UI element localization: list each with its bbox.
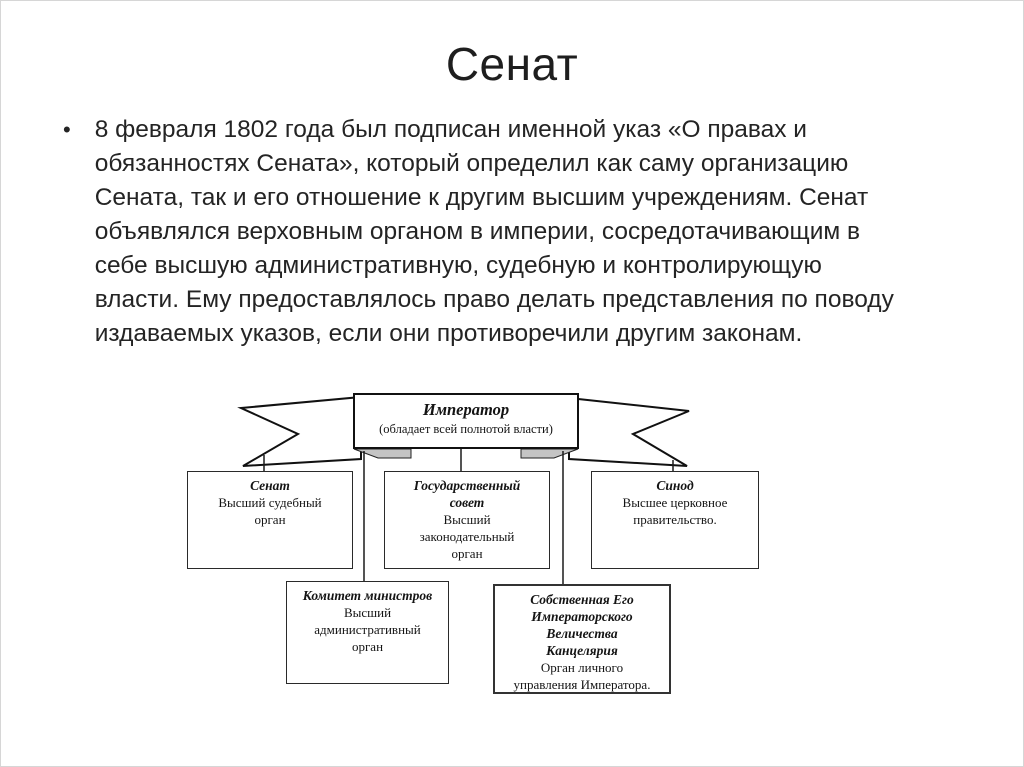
- chancellery-title: Собственная Его Императорского Величеств…: [530, 592, 634, 658]
- state-council-title: Государственный совет: [413, 478, 521, 510]
- connector-lines: [263, 449, 674, 585]
- chancellery-body: Орган личного управления Императора.: [513, 660, 651, 692]
- emperor-title: Император: [422, 400, 510, 419]
- diagram-box-emperor: Император (обладает всей полнотой власти…: [353, 393, 579, 449]
- synod-title: Синод: [656, 478, 694, 493]
- committee-title: Комитет министров: [302, 588, 433, 603]
- senate-body: Высший судебный орган: [218, 495, 322, 527]
- diagram-box-senate: Сенат Высший судебный орган: [187, 471, 353, 569]
- bullet-paragraph: 8 февраля 1802 года был подписан именной…: [94, 116, 894, 347]
- bullet-item: • 8 февраля 1802 года был подписан именн…: [63, 113, 949, 351]
- diagram-box-state-council: Государственный совет Высший законодател…: [384, 471, 550, 569]
- ribbon-right-band: [568, 396, 690, 467]
- bullet-marker: •: [63, 117, 71, 142]
- diagram-box-synod: Синод Высшее церковное правительство.: [591, 471, 759, 569]
- state-council-body: Высший законодательный орган: [419, 512, 515, 561]
- senate-title: Сенат: [250, 478, 290, 493]
- ribbon-fold-left: [353, 448, 412, 459]
- diagram-box-imperial-chancellery: Собственная Его Императорского Величеств…: [493, 584, 671, 694]
- diagram-box-committee-of-ministers: Комитет министров Высший административны…: [286, 581, 449, 684]
- synod-body: Высшее церковное правительство.: [622, 495, 728, 527]
- ribbon-left-band: [237, 395, 362, 467]
- committee-body: Высший административный орган: [314, 605, 421, 654]
- emperor-subtitle: (обладает всей полнотой власти): [379, 422, 553, 436]
- page-title: Сенат: [445, 38, 579, 90]
